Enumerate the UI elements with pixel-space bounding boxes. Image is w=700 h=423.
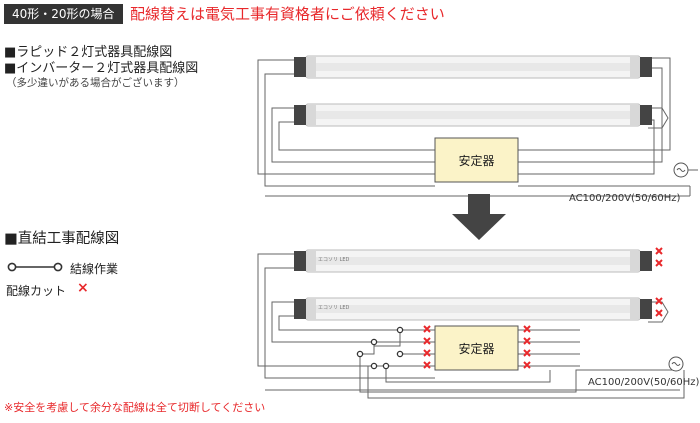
title-badge: 40形・20形の場合 <box>4 4 123 24</box>
variation-note: （多少違いがある場合がございます） <box>6 77 185 89</box>
ballast-box-after <box>434 325 519 371</box>
after-wiring-diagram <box>257 247 685 399</box>
rapid-wiring-title: ■ラピッド２灯式器具配線図 <box>4 45 173 60</box>
ac-label-after: AC100/200V(50/60Hz) <box>588 377 700 388</box>
bottom-warning-text: ※安全を考慮して余分な配線は全て切断してください <box>4 401 266 414</box>
connect-legend-icon <box>7 262 63 272</box>
cut-marks <box>423 247 663 369</box>
ac-label-before: AC100/200V(50/60Hz) <box>569 193 681 204</box>
tube-print-1: エコソリ LED <box>318 257 350 263</box>
ballast-label-after: 安定器 <box>458 342 495 356</box>
inverter-wiring-title: ■インバーター２灯式器具配線図 <box>4 61 199 76</box>
direct-wiring-title: ■直結工事配線図 <box>4 231 120 247</box>
cut-legend-mark: × <box>77 280 89 296</box>
before-wiring-diagram <box>257 55 698 197</box>
fluorescent-tube-2 <box>294 103 652 127</box>
ac-plug-icon-after <box>668 356 684 372</box>
tube-print-2: エコソリ LED <box>318 305 350 311</box>
connect-legend-label: 結線作業 <box>70 262 119 276</box>
down-arrow-icon <box>452 194 506 240</box>
led-tube-1 <box>294 249 652 273</box>
top-warning-text: 配線替えは電気工事有資格者にご依頼ください <box>130 5 445 23</box>
fluorescent-tube-1 <box>294 55 652 79</box>
ac-plug-icon-before <box>673 162 698 178</box>
ballast-label-before: 安定器 <box>458 154 495 168</box>
led-tube-2 <box>294 297 652 321</box>
cut-legend-label: 配線カット <box>6 284 67 298</box>
ballast-box-before <box>434 137 519 183</box>
